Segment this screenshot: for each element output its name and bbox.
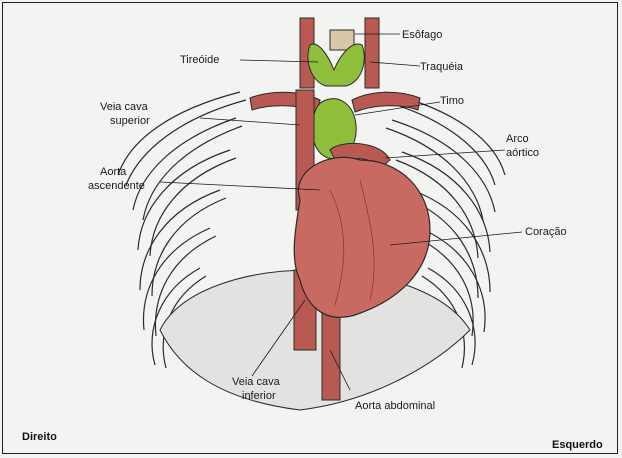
label-arco-aortico-2: aórtico (506, 147, 539, 159)
label-aorta-ascendente-2: ascendente (88, 180, 145, 192)
label-tireoide: Tireóide (180, 54, 219, 66)
label-veia-cava-superior-1: Veia cava (100, 101, 149, 113)
label-coracao: Coração (525, 226, 567, 238)
label-veia-cava-inferior-1: Veia cava (232, 376, 281, 388)
label-aorta-abdominal: Aorta abdominal (355, 400, 435, 412)
great-vessels (250, 18, 420, 112)
label-esofago: Esôfago (402, 29, 442, 41)
label-traqueia: Traquéia (420, 61, 464, 73)
label-aorta-ascendente-1: Aorta (100, 166, 127, 178)
label-arco-aortico-1: Arco (506, 133, 529, 145)
orientation-left: Esquerdo (552, 439, 603, 451)
label-timo: Timo (440, 95, 464, 107)
orientation-right: Direito (22, 431, 57, 443)
label-veia-cava-inferior-2: inferior (242, 390, 276, 402)
label-veia-cava-superior-2: superior (110, 115, 150, 127)
